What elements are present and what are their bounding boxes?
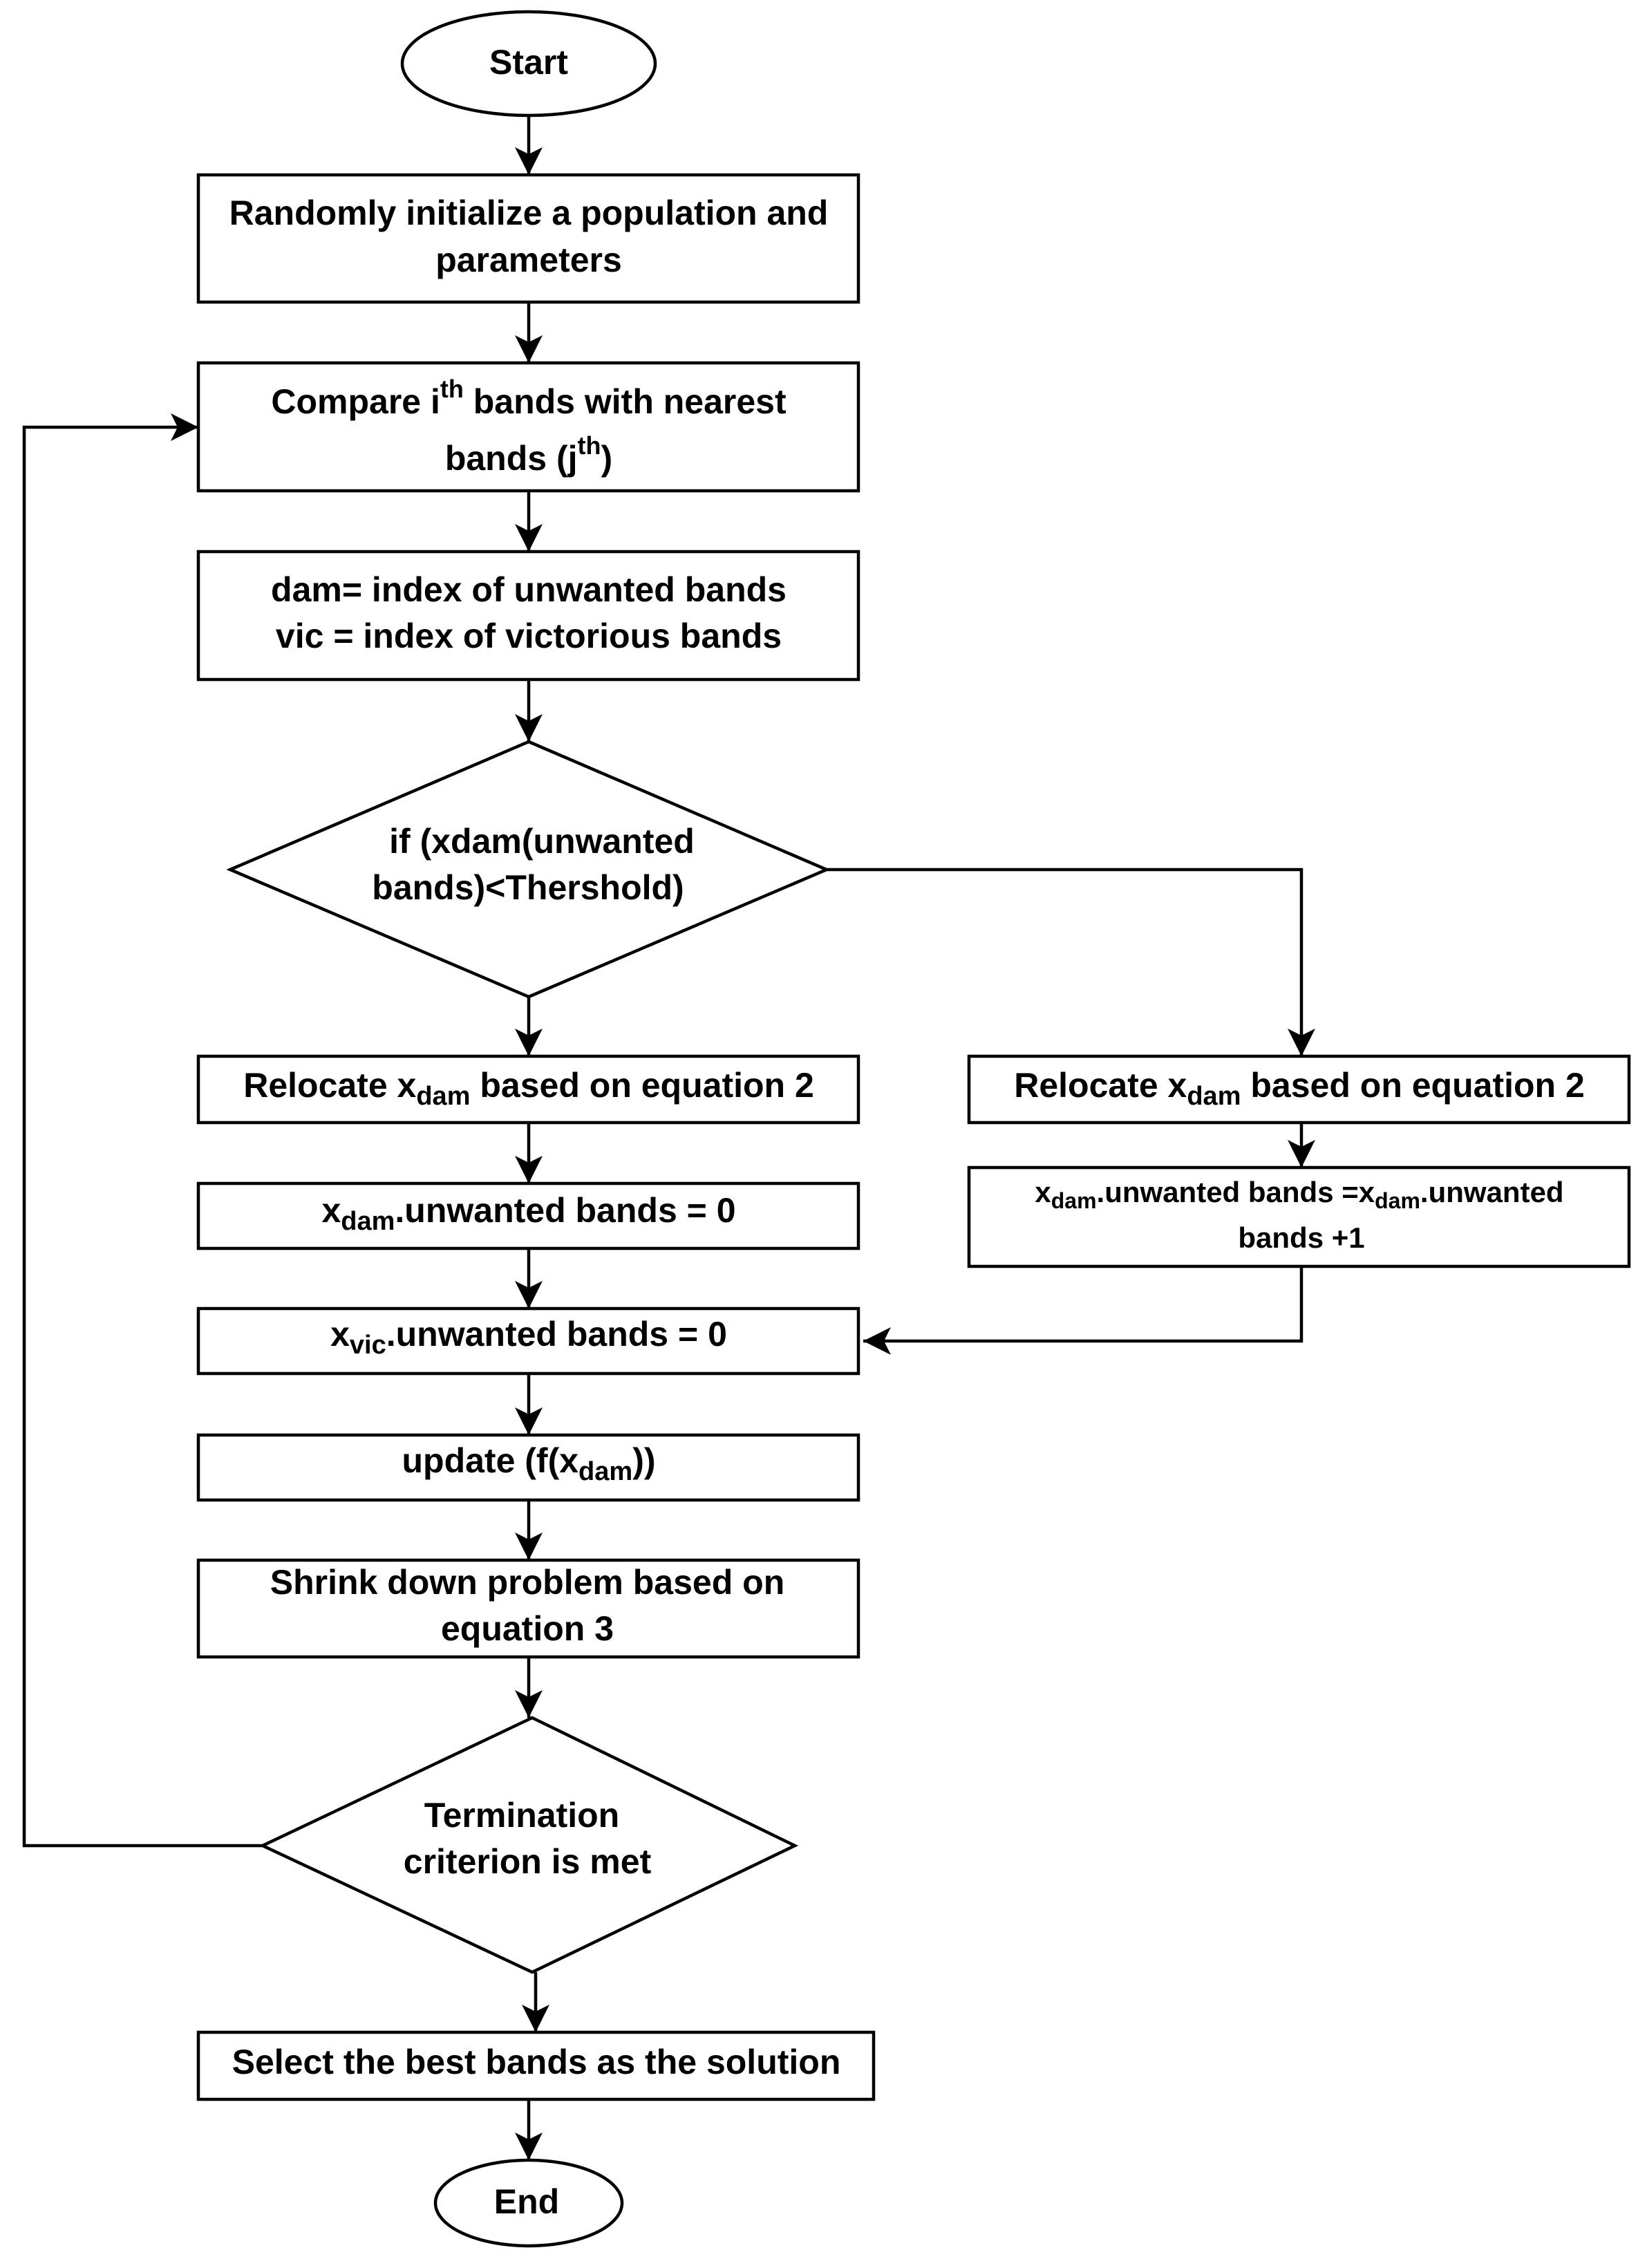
init-label-line1: Randomly initialize a population and bbox=[229, 194, 829, 232]
process-shrink: Shrink down problem based on equation 3 bbox=[196, 1558, 860, 1659]
edge-increment-to-reset-vic bbox=[863, 1266, 1304, 1355]
process-relocate-left: Relocate xdam based on equation 2 bbox=[196, 1054, 860, 1125]
process-dam-vic: dam= index of unwanted bands vic = index… bbox=[196, 550, 860, 682]
select-label: Select the best bands as the solution bbox=[232, 2043, 841, 2081]
relocate-left-label: Relocate xdam based on equation 2 bbox=[243, 1066, 814, 1111]
process-reset-vic: xvic.unwanted bands = 0 bbox=[196, 1306, 860, 1376]
terminal-start: Start bbox=[400, 10, 657, 118]
edges bbox=[22, 115, 1315, 2160]
relocate-right-label: Relocate xdam based on equation 2 bbox=[1014, 1066, 1585, 1111]
decision-termination: Termination criterion is met bbox=[258, 1716, 799, 1974]
terminal-end: End bbox=[433, 2158, 624, 2248]
process-reset-dam: xdam.unwanted bands = 0 bbox=[196, 1181, 860, 1250]
compare-label-line2: bands (jth) bbox=[445, 431, 612, 478]
process-select: Select the best bands as the solution bbox=[196, 2030, 876, 2101]
process-compare: Compare ith bands with nearest bands (jt… bbox=[196, 361, 860, 493]
compare-label-line1: Compare ith bands with nearest bbox=[271, 375, 787, 422]
reset-vic-label: xvic.unwanted bands = 0 bbox=[330, 1315, 727, 1360]
start-label: Start bbox=[489, 43, 568, 82]
end-label: End bbox=[494, 2182, 559, 2221]
termination-label-line1: Termination bbox=[424, 1796, 619, 1835]
decision1-label-line1: if (xdam(unwanted bbox=[389, 822, 695, 861]
decision1-label-line2: bands)<Thershold) bbox=[372, 868, 684, 907]
process-increment-dam: xdam.unwanted bands =xdam.unwanted bands… bbox=[967, 1165, 1631, 1268]
damvic-label-line1: dam= index of unwanted bands bbox=[271, 570, 787, 609]
damvic-label-line2: vic = index of victorious bands bbox=[276, 617, 782, 655]
shrink-label-line1: Shrink down problem based on bbox=[270, 1563, 785, 1602]
shrink-label-line2: equation 3 bbox=[441, 1609, 614, 1648]
edge-termination-loop-to-compare bbox=[22, 413, 263, 1848]
decision-threshold: if (xdam(unwanted bands)<Thershold) bbox=[226, 740, 831, 999]
update-label: update (f(xdam)) bbox=[402, 1441, 656, 1486]
process-update: update (f(xdam)) bbox=[196, 1433, 860, 1502]
edge-decision1-to-relocate-right bbox=[827, 868, 1315, 1056]
process-init: Randomly initialize a population and par… bbox=[196, 173, 860, 304]
init-label-line2: parameters bbox=[435, 241, 622, 279]
process-relocate-right: Relocate xdam based on equation 2 bbox=[967, 1054, 1631, 1125]
termination-label-line2: criterion is met bbox=[404, 1842, 652, 1881]
increment-dam-label-line1: xdam.unwanted bands =xdam.unwanted bbox=[1035, 1176, 1563, 1213]
increment-dam-label-line2: bands +1 bbox=[1238, 1221, 1364, 1254]
reset-dam-label: xdam.unwanted bands = 0 bbox=[321, 1191, 735, 1236]
